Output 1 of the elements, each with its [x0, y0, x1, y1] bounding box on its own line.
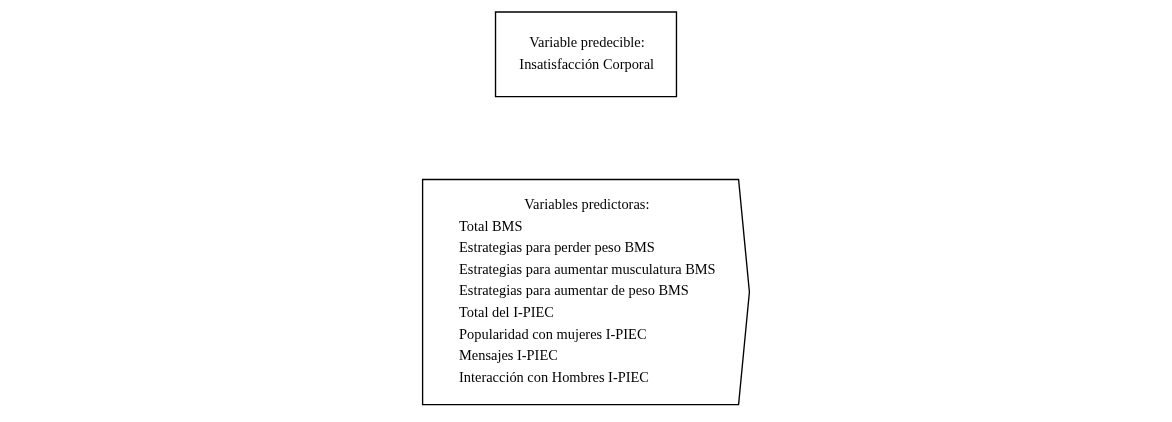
- node-box: Variable predecible: Insatisfacción Corporal: [494, 11, 678, 98]
